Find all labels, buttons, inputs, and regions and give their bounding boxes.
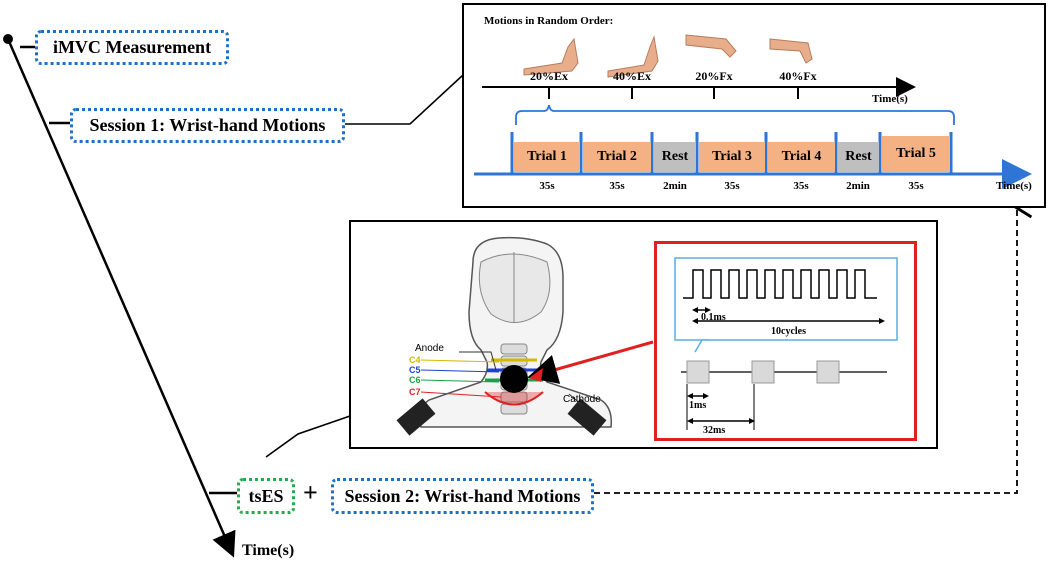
rest-block: Rest bbox=[838, 142, 879, 172]
tses-box: tsES bbox=[237, 478, 295, 514]
trial-axis-label: Time(s) bbox=[996, 180, 1032, 192]
left-cathode-electrode bbox=[396, 398, 436, 436]
timeline-axis bbox=[6, 38, 236, 558]
duration-label: 2min bbox=[663, 180, 687, 192]
duration-label: 35s bbox=[724, 180, 740, 192]
plus-sign: + bbox=[303, 478, 318, 507]
trial-block: Trial 5 bbox=[882, 136, 950, 172]
session2-label: Session 2: Wrist-hand Motions bbox=[344, 485, 581, 506]
vertebra-label: C7 bbox=[409, 387, 421, 397]
anode-electrode bbox=[500, 365, 528, 393]
duration-label: 35s bbox=[539, 180, 555, 192]
trial-block: Trial 1 bbox=[514, 142, 580, 172]
duration-label: 35s bbox=[908, 180, 924, 192]
vertebra-label: C4 bbox=[409, 355, 421, 365]
pulse-width-label: 0.1ms bbox=[701, 312, 726, 323]
hand-extension-20-icon bbox=[523, 37, 579, 76]
timeline-axis-label: Time(s) bbox=[242, 542, 295, 559]
hand-flexion-40-icon bbox=[769, 38, 813, 64]
trial-block: Trial 4 bbox=[768, 142, 835, 172]
hand-extension-40-icon bbox=[607, 35, 659, 78]
protocol-graphics bbox=[474, 34, 1032, 189]
duration-label: 2min bbox=[846, 180, 870, 192]
timeline-start-dot bbox=[3, 34, 13, 44]
period-label: 32ms bbox=[703, 425, 726, 436]
waveform-graphics bbox=[674, 257, 898, 430]
anode-label: Anode bbox=[415, 343, 444, 354]
burst-width-label: 1ms bbox=[689, 400, 707, 411]
trial-block: Trial 2 bbox=[583, 142, 651, 172]
vertebra-label: C5 bbox=[409, 365, 421, 375]
motions-heading: Motions in Random Order: bbox=[484, 15, 614, 27]
motion-label: 40%Fx bbox=[779, 69, 817, 83]
imvc-measurement-box: iMVC Measurement bbox=[35, 30, 229, 65]
hand-flexion-20-icon bbox=[685, 34, 737, 58]
vertebra-label: C6 bbox=[409, 375, 421, 385]
rest-block: Rest bbox=[654, 142, 696, 172]
trial-block: Trial 3 bbox=[699, 142, 765, 172]
imvc-label: iMVC Measurement bbox=[52, 37, 212, 57]
cycles-label: 10cycles bbox=[771, 326, 806, 337]
motion-label: 20%Fx bbox=[695, 69, 733, 83]
duration-label: 35s bbox=[609, 180, 625, 192]
protocol-panel: Motions in Random Order: bbox=[462, 3, 1046, 208]
session1-box: Session 1: Wrist-hand Motions bbox=[70, 108, 345, 143]
session1-label: Session 1: Wrist-hand Motions bbox=[89, 115, 326, 135]
motion-axis-label: Time(s) bbox=[872, 93, 908, 105]
waveform-box: 0.1ms 10cycles 1ms 32ms bbox=[654, 241, 917, 441]
motion-label: 20%Ex bbox=[529, 69, 568, 83]
stimulation-panel: Anode C4 C5 C6 C7 Cathode bbox=[349, 220, 938, 449]
duration-label: 35s bbox=[793, 180, 809, 192]
tses-label: tsES bbox=[248, 485, 284, 506]
motion-label: 40%Ex bbox=[612, 69, 651, 83]
right-cathode-electrode bbox=[567, 398, 607, 436]
neck-illustration bbox=[396, 236, 654, 436]
session2-box: Session 2: Wrist-hand Motions bbox=[331, 478, 594, 514]
cathode-label: Cathode bbox=[563, 394, 601, 405]
